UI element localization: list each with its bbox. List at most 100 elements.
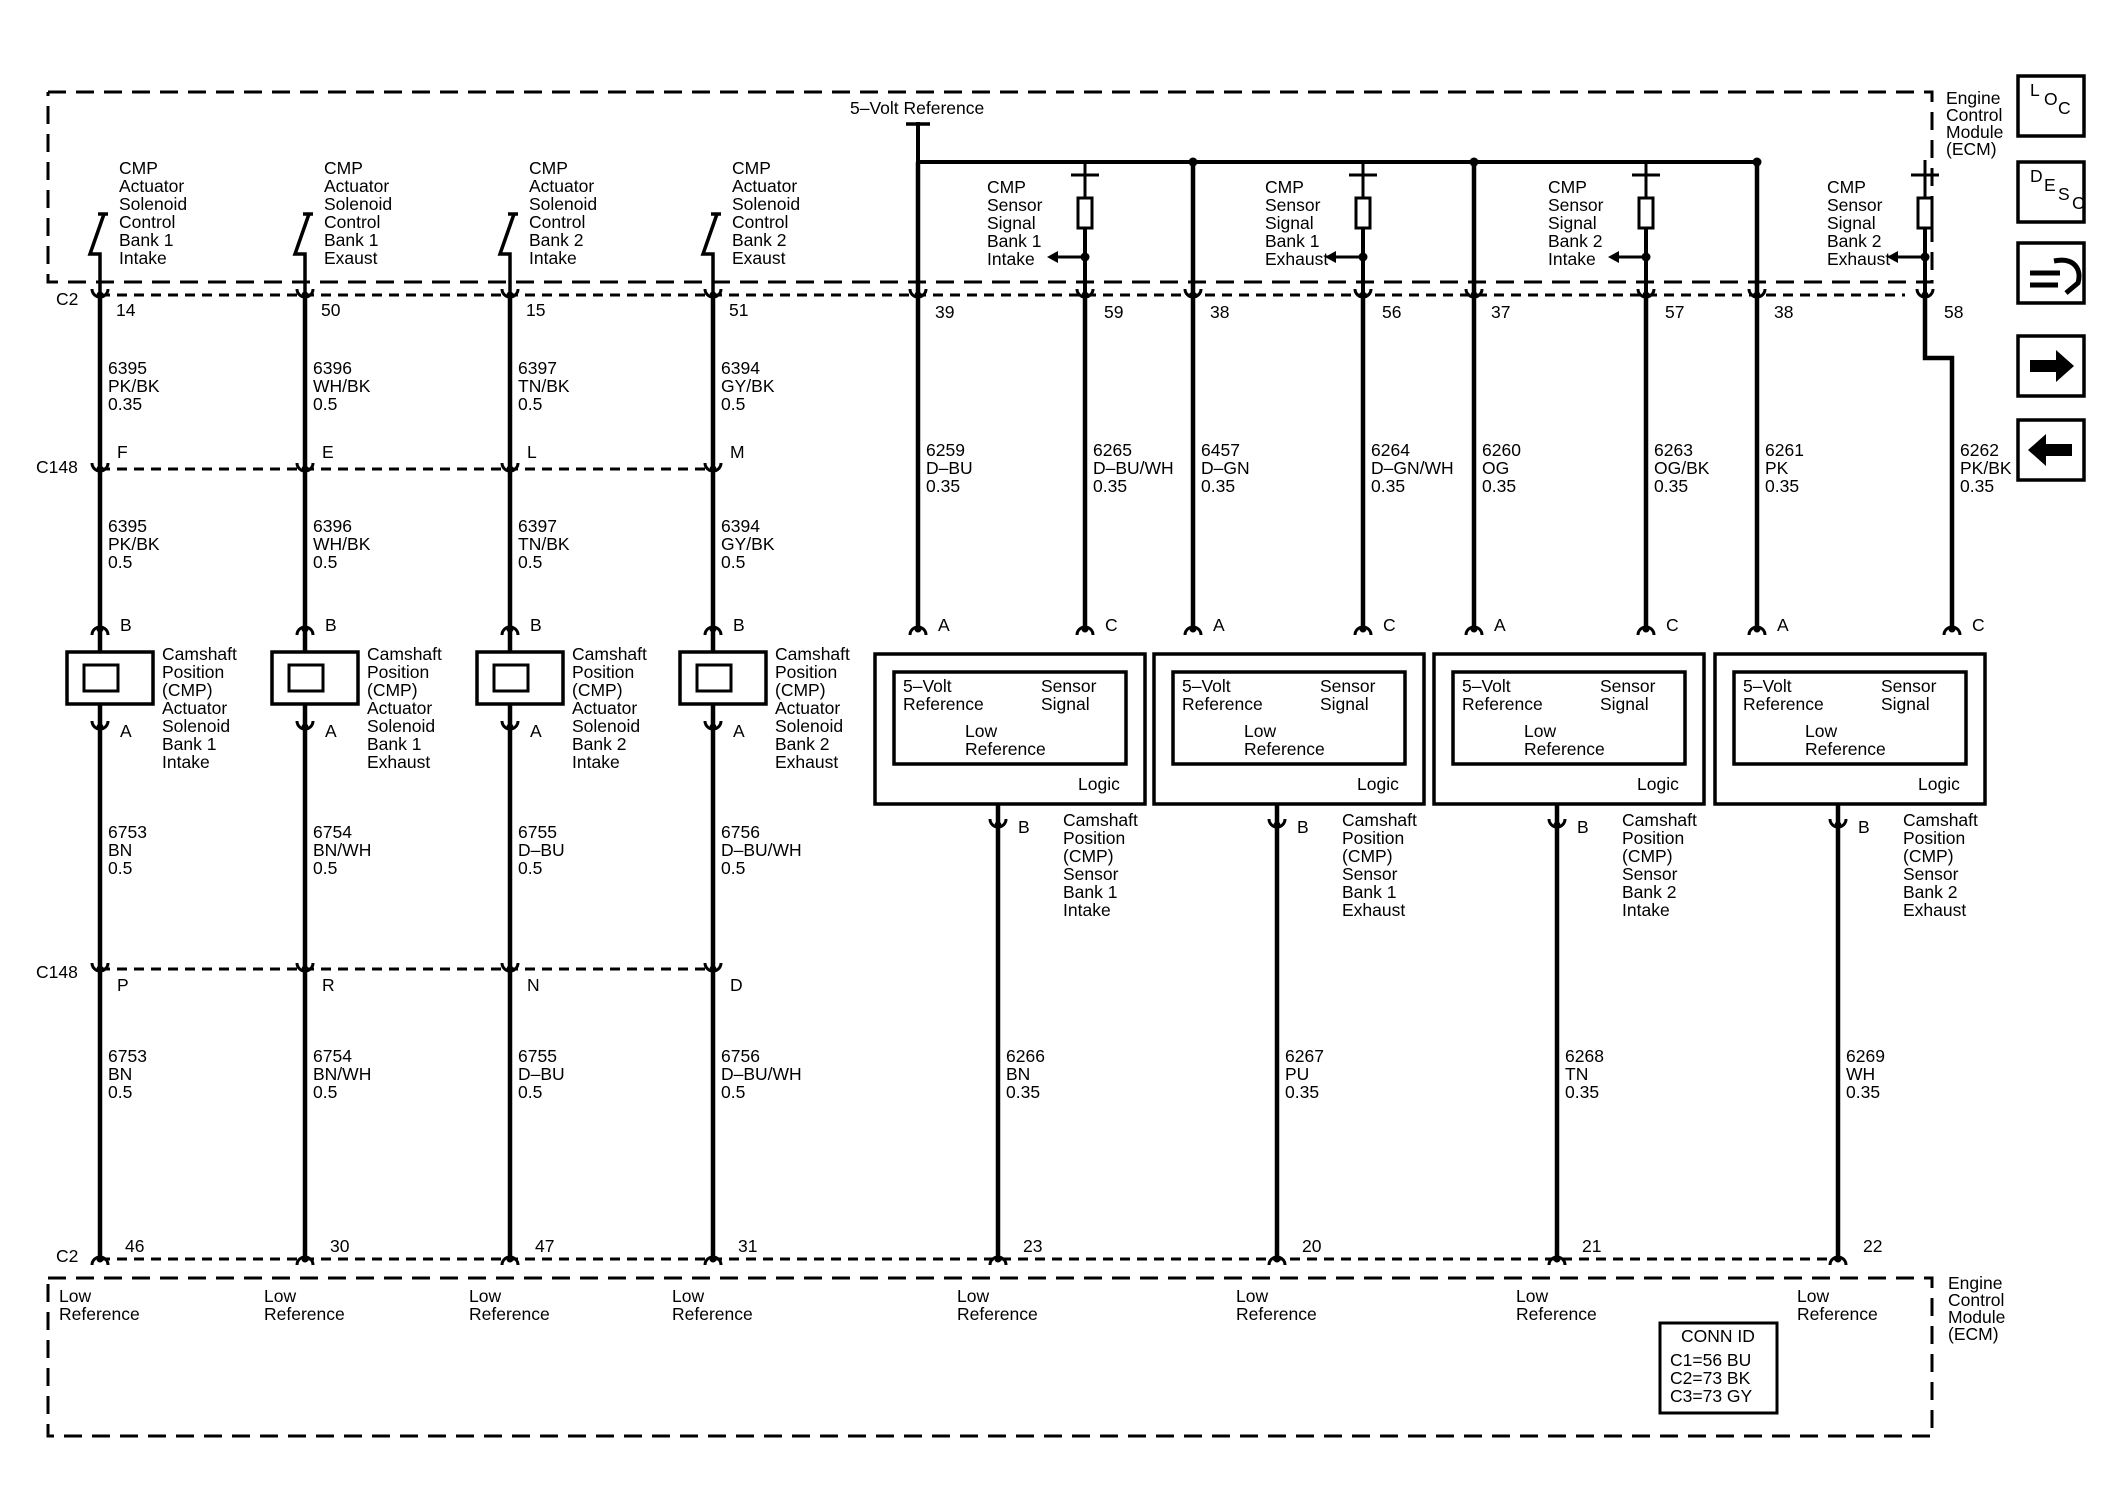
actuator-1-c2-bottom-pin: 46 bbox=[125, 1236, 144, 1256]
actuator-3-c2-top-cavity-dot bbox=[506, 291, 514, 299]
sensor-3-ecm-signal-label: Bank 2 bbox=[1548, 231, 1602, 251]
ecm-boundary-bottom bbox=[46, 1276, 1934, 1438]
actuator-2-c148-top-cavity-dot bbox=[301, 465, 309, 473]
actuator-3-pin-b: B bbox=[530, 615, 542, 635]
sensor-1-low-reference: Low bbox=[957, 1286, 989, 1306]
actuator-3-c148-bottom-pin: N bbox=[527, 975, 540, 995]
sensor-2-low-wire-label: 6267 bbox=[1285, 1046, 1324, 1066]
sensor-1-signal-tap bbox=[1080, 252, 1090, 262]
sensor-4-pullup-resistor bbox=[1916, 196, 1934, 230]
actuator-2-solenoid-label: Bank 1 bbox=[367, 734, 421, 754]
sensor-4-low-wire-label: 6269 bbox=[1846, 1046, 1885, 1066]
sensor-4-low-reference: Low bbox=[1797, 1286, 1829, 1306]
sensor-4-ecm-signal-label: Sensor bbox=[1827, 195, 1883, 215]
actuator-4-wire-mid: GY/BK bbox=[721, 534, 775, 554]
actuator-4-solenoid-label: Solenoid bbox=[775, 716, 843, 736]
sensor-2-ref-wire-label: D–GN bbox=[1201, 458, 1250, 478]
sensor-1-ref-pin: 39 bbox=[935, 302, 954, 322]
sensor-4-low-wire-label: 0.35 bbox=[1846, 1082, 1880, 1102]
actuator-2-wire-low2: 6754 bbox=[313, 1046, 352, 1066]
actuator-2-ecm-label: Actuator bbox=[324, 176, 389, 196]
connector-view-button[interactable] bbox=[2016, 241, 2086, 305]
actuator-3-wire-upper: 0.5 bbox=[518, 394, 542, 414]
sensor-2-inner-low-label: Low bbox=[1244, 721, 1276, 741]
sensor-4-signal-tap-arrow bbox=[1887, 251, 1898, 263]
sensor-1-signal-tap-arrow bbox=[1047, 251, 1058, 263]
actuator-2-wire-low1: 0.5 bbox=[313, 858, 337, 878]
next-page-button[interactable] bbox=[2016, 334, 2086, 398]
actuator-3-wire-upper: 6397 bbox=[518, 358, 557, 378]
actuator-2-wire-upper: 6396 bbox=[313, 358, 352, 378]
actuator-1-low-reference: Low bbox=[59, 1286, 91, 1306]
sensor-4-pin-a-cavity-dot bbox=[1753, 625, 1761, 633]
arrow-right-icon bbox=[2030, 350, 2074, 382]
loc-button-letter: L bbox=[2030, 80, 2040, 100]
actuator-1-solenoid-coil bbox=[82, 663, 120, 693]
sensor-1-sensor-label: (CMP) bbox=[1063, 846, 1114, 866]
actuator-3-c148-top-pin: L bbox=[527, 442, 537, 462]
sensor-2-pin-b: B bbox=[1297, 817, 1309, 837]
actuator-3-wire-mid: TN/BK bbox=[518, 534, 570, 554]
actuator-2-c148-bottom-pin: R bbox=[322, 975, 335, 995]
sensor-1-signal-pin: 59 bbox=[1104, 302, 1123, 322]
sensor-4-ecm-signal-label: Exhaust bbox=[1827, 249, 1890, 269]
sensor-2-inner-ref-label: 5–Volt bbox=[1182, 676, 1231, 696]
sensor-2-pin-a: A bbox=[1213, 615, 1225, 635]
sensor-4-signal-wire-label: 0.35 bbox=[1960, 476, 1994, 496]
prev-page-button[interactable] bbox=[2016, 418, 2086, 482]
sensor-1-signal-wire-label: D–BU/WH bbox=[1093, 458, 1174, 478]
actuator-3-ecm-label: CMP bbox=[529, 158, 568, 178]
actuator-1-solenoid-label: Solenoid bbox=[162, 716, 230, 736]
sensor-1-low-reference: Reference bbox=[957, 1304, 1038, 1324]
sensor-4-signal-c2-cavity-dot bbox=[1921, 291, 1929, 299]
sensor-4-pin-b-cavity-dot bbox=[1834, 821, 1842, 829]
desc-button-frame bbox=[2016, 160, 2086, 224]
sensor-4-logic-label: Logic bbox=[1918, 774, 1960, 794]
ecm-label-bottom: Control bbox=[1948, 1290, 2004, 1310]
ecm-label-top: Engine bbox=[1946, 88, 2001, 108]
sensor-1-low-wire-label: BN bbox=[1006, 1064, 1030, 1084]
sensor-2-low-pin: 20 bbox=[1302, 1236, 1322, 1256]
sensor-4-inner-ref-label: Reference bbox=[1743, 694, 1824, 714]
actuator-4-solenoid-label: Bank 2 bbox=[775, 734, 829, 754]
sensor-1-inner-sig-label: Sensor bbox=[1041, 676, 1097, 696]
actuator-2-low-reference: Reference bbox=[264, 1304, 345, 1324]
sensor-3-low-reference: Low bbox=[1516, 1286, 1548, 1306]
sensor-1-pin-a: A bbox=[938, 615, 950, 635]
actuator-2-wire-mid: WH/BK bbox=[313, 534, 371, 554]
sensor-2-ecm-signal-label: CMP bbox=[1265, 177, 1304, 197]
sensor-2-ecm-signal-label: Exhaust bbox=[1265, 249, 1328, 269]
desc-button-letter: C bbox=[2072, 193, 2085, 213]
actuator-2-wire-upper: 0.5 bbox=[313, 394, 337, 414]
actuator-2-ecm-label: Control bbox=[324, 212, 380, 232]
actuator-1-pin-b-cavity-dot bbox=[96, 625, 104, 633]
actuator-4-wire-low2: 0.5 bbox=[721, 1082, 745, 1102]
sensor-2-ecm-signal-label: Signal bbox=[1265, 213, 1314, 233]
sensor-1-ref-wire-label: D–BU bbox=[926, 458, 973, 478]
sensor-1-ecm-signal-label: Signal bbox=[987, 213, 1036, 233]
conn-id-row: C1=56 BU bbox=[1670, 1350, 1751, 1370]
sensor-1-inner-sig-label: Signal bbox=[1041, 694, 1090, 714]
actuator-1-solenoid-label: Camshaft bbox=[162, 644, 237, 664]
actuator-1-wire-low1: BN bbox=[108, 840, 132, 860]
actuator-2-ecm-label: Exaust bbox=[324, 248, 378, 268]
ecm-label-top: Module bbox=[1946, 122, 2003, 142]
sensor-1-pin-b: B bbox=[1018, 817, 1030, 837]
sensor-2-signal-wire-label: 6264 bbox=[1371, 440, 1410, 460]
actuator-4-pin-b: B bbox=[733, 615, 745, 635]
actuator-4-wire-low2: 6756 bbox=[721, 1046, 760, 1066]
sensor-2-sensor-label: Camshaft bbox=[1342, 810, 1417, 830]
sensor-1-signal-wire-label: 6265 bbox=[1093, 440, 1132, 460]
actuator-3-pin-b-cavity-dot bbox=[506, 625, 514, 633]
connector-icon bbox=[2030, 257, 2082, 295]
actuator-3-wire-upper: TN/BK bbox=[518, 376, 570, 396]
sensor-4-ecm-signal-label: Bank 2 bbox=[1827, 231, 1881, 251]
actuator-3-pin-a: A bbox=[530, 721, 542, 741]
actuator-2-wire-low2: 0.5 bbox=[313, 1082, 337, 1102]
actuator-1-solenoid-label: (CMP) bbox=[162, 680, 213, 700]
actuator-1-c2-bottom-cavity-dot bbox=[96, 1255, 104, 1263]
actuator-1-wire-low2: 0.5 bbox=[108, 1082, 132, 1102]
actuator-4-solenoid-label: Actuator bbox=[775, 698, 840, 718]
